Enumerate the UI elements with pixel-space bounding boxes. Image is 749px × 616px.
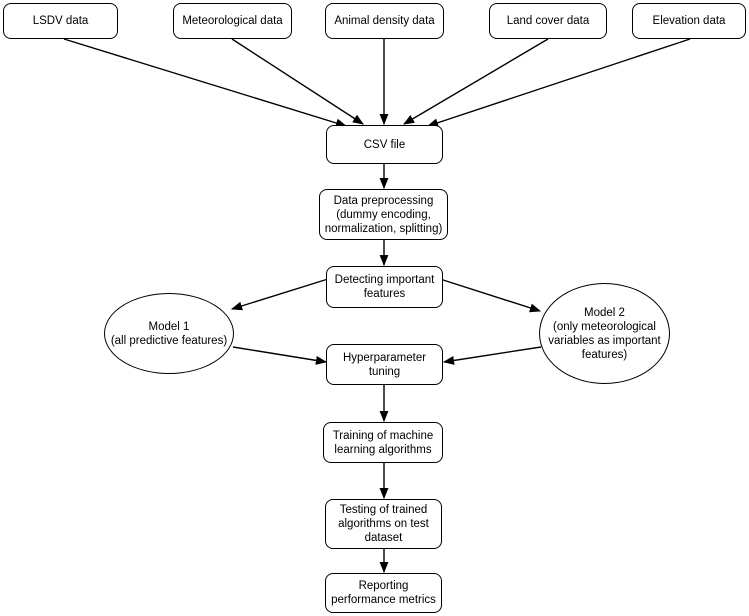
training-line-2: learning algorithms xyxy=(334,443,432,456)
preprocessing-line-3: normalization, splitting) xyxy=(324,222,443,235)
preprocessing-line-2: (dummy encoding, xyxy=(336,208,431,221)
model-2-title: Model 2 xyxy=(584,306,625,319)
detecting-features-box: Detecting important features xyxy=(326,266,443,308)
source-land-cover-data: Land cover data xyxy=(489,3,607,39)
training-box: Training of machine learning algorithms xyxy=(323,422,443,463)
model-2-desc-3: features) xyxy=(581,348,628,361)
training-line-1: Training of machine xyxy=(332,429,434,442)
data-preprocessing-box: Data preprocessing (dummy encoding, norm… xyxy=(319,189,448,240)
detecting-line-1: Detecting important xyxy=(334,274,435,286)
model-2-desc-1: (only meteorological xyxy=(553,320,656,333)
source-lsdv-data: LSDV data xyxy=(3,3,118,39)
source-lsdv-label: LSDV data xyxy=(32,15,89,27)
edge-lsdv-to-csv xyxy=(63,38,348,128)
source-land-cover-label: Land cover data xyxy=(506,15,590,27)
edge-detecting-to-model2 xyxy=(439,278,542,313)
testing-line-3: dataset xyxy=(364,532,403,544)
testing-line-2: algorithms on test xyxy=(338,518,429,530)
source-meteorological-data: Meteorological data xyxy=(173,3,292,39)
source-animal-density-data: Animal density data xyxy=(325,3,444,39)
model-1-title: Model 1 xyxy=(148,320,190,333)
testing-box: Testing of trained algorithms on test da… xyxy=(325,499,442,549)
testing-line-1: Testing of trained xyxy=(339,504,428,516)
edge-meteorological-to-csv xyxy=(231,38,364,125)
preprocessing-line-1: Data preprocessing xyxy=(333,194,434,207)
hyperparameter-tuning-box: Hyperparameter tuning xyxy=(326,344,443,385)
csv-file-box: CSV file xyxy=(326,125,443,164)
hyperparameter-line-2: tuning xyxy=(368,365,401,378)
reporting-box: Reporting performance metrics xyxy=(325,573,442,613)
model-2-desc-2: variables as important xyxy=(548,334,661,347)
detecting-line-2: features xyxy=(363,288,406,300)
model-1-desc: (all predictive features) xyxy=(110,334,228,347)
hyperparameter-line-1: Hyperparameter xyxy=(342,351,427,364)
edge-elevation-to-csv xyxy=(426,38,691,128)
csv-file-label: CSV file xyxy=(363,138,406,151)
source-elevation-label: Elevation data xyxy=(652,15,726,27)
edge-model2-to-hyperparameter xyxy=(442,346,542,365)
source-animal-density-label: Animal density data xyxy=(334,15,435,27)
edge-detecting-to-model1 xyxy=(230,278,329,311)
model-1-ellipse: Model 1 (all predictive features) xyxy=(104,293,234,374)
source-elevation-data: Elevation data xyxy=(632,3,746,39)
edge-land-cover-to-csv xyxy=(403,38,549,125)
model-2-ellipse: Model 2 (only meteorological variables a… xyxy=(539,283,670,384)
source-meteorological-label: Meteorological data xyxy=(182,15,283,27)
reporting-line-1: Reporting xyxy=(358,580,409,592)
edge-model1-to-hyperparameter xyxy=(232,346,328,365)
reporting-line-2: performance metrics xyxy=(331,594,436,606)
